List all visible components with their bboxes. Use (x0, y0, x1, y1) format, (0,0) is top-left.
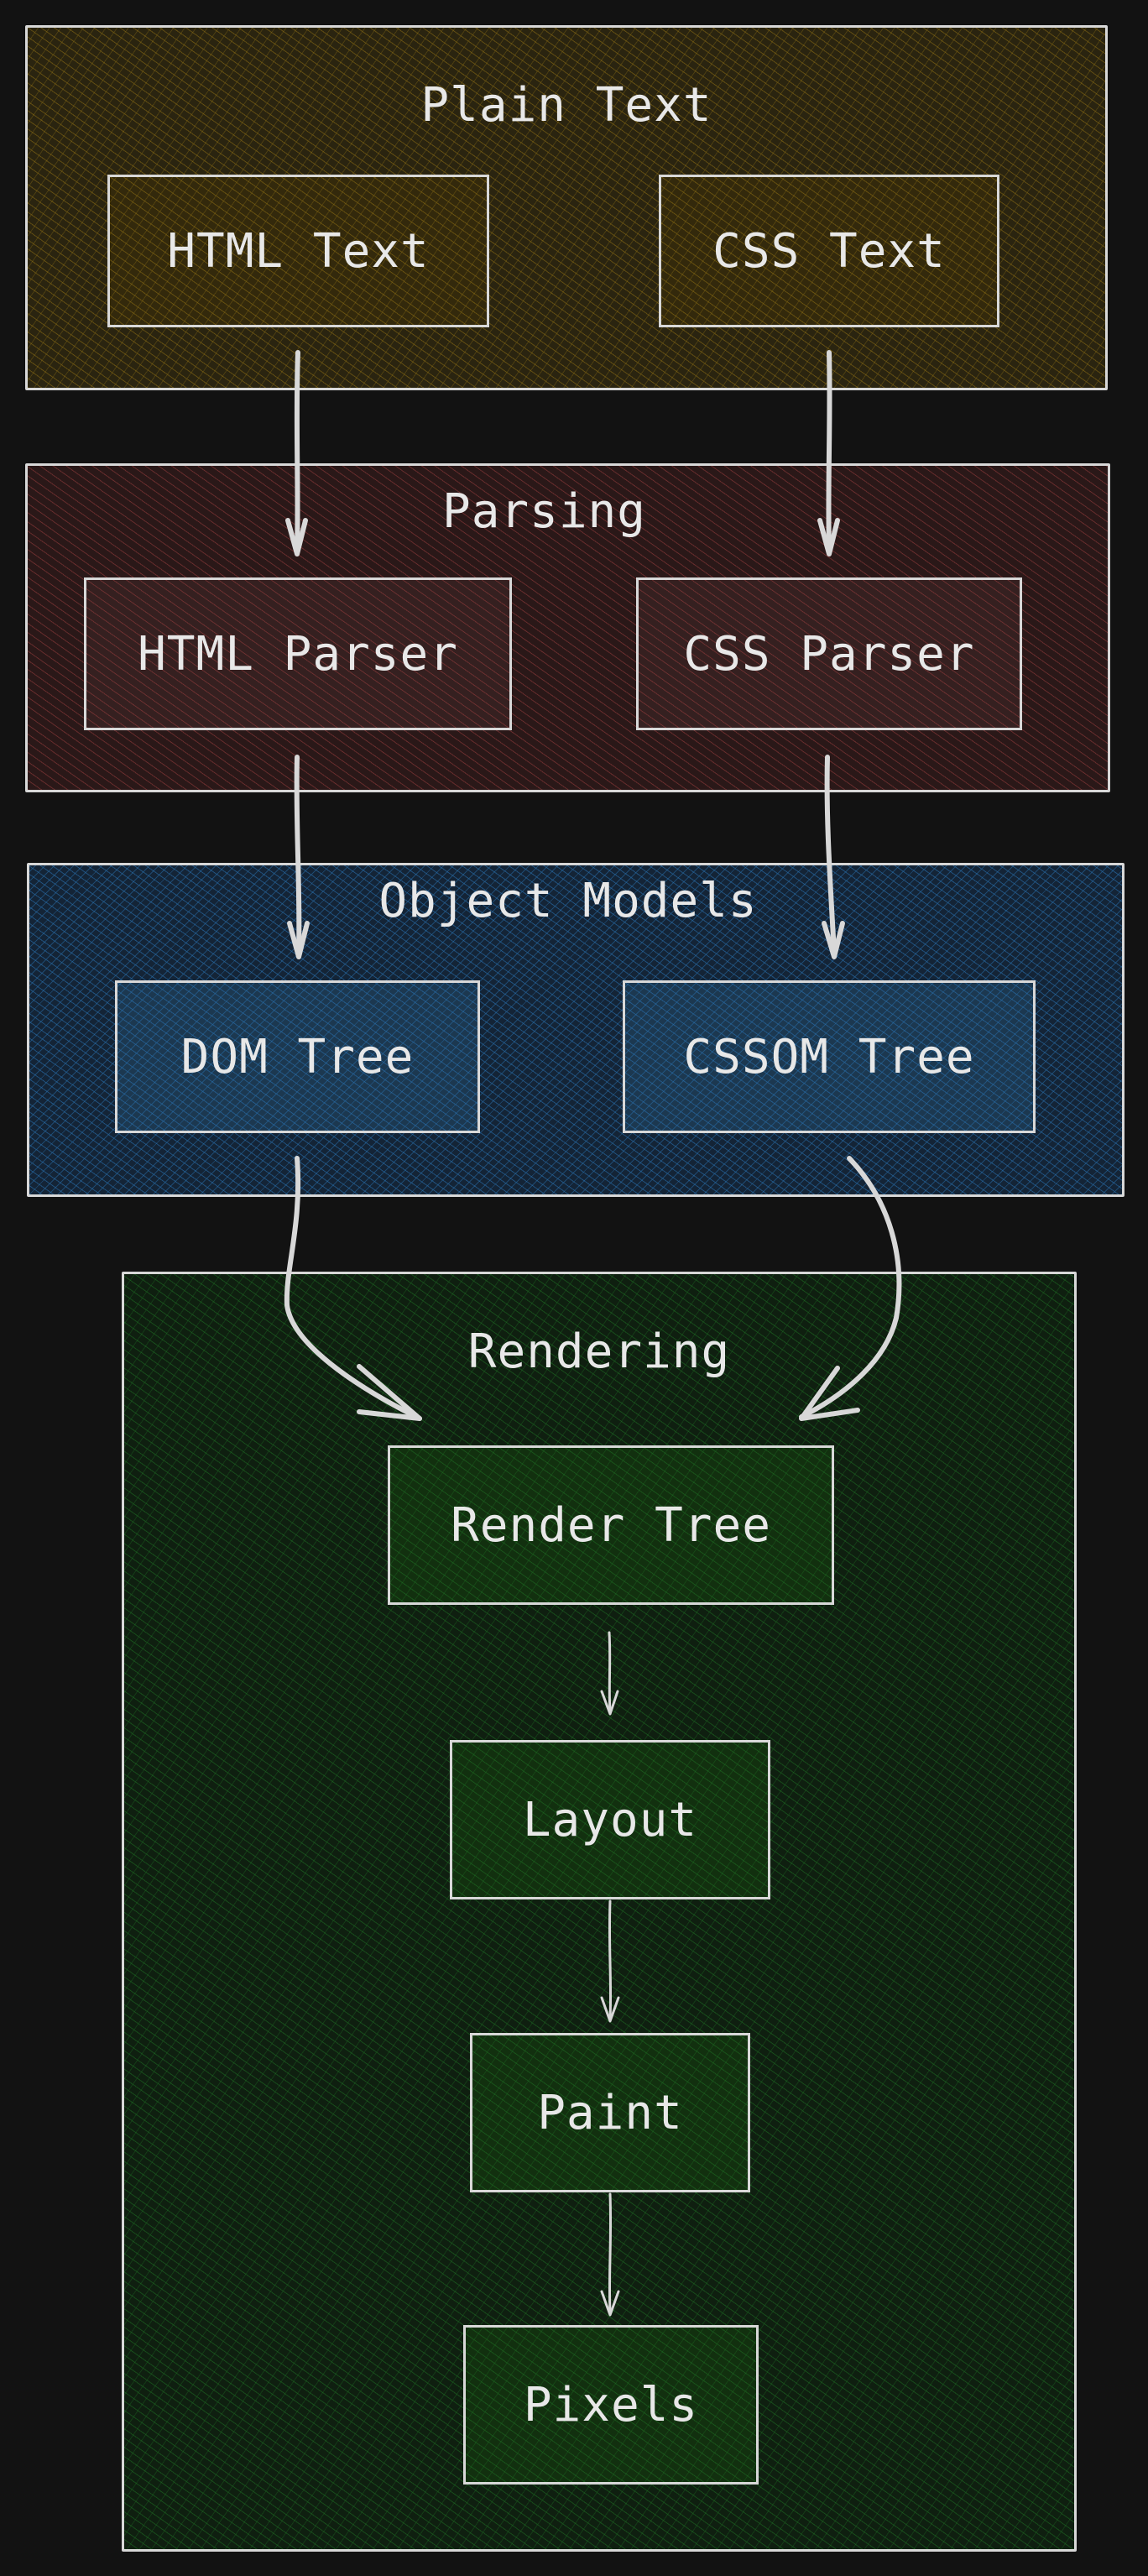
node-render-tree[interactable]: Render Tree (388, 1445, 834, 1605)
node-cssom-tree[interactable]: CSSOM Tree (623, 980, 1036, 1133)
group-title-rendering: Rendering (467, 1325, 731, 1379)
node-html-text[interactable]: HTML Text (107, 175, 489, 327)
node-dom-tree[interactable]: DOM Tree (115, 980, 480, 1133)
group-title-plain-text: Plain Text (420, 78, 712, 133)
node-css-text[interactable]: CSS Text (659, 175, 999, 327)
node-layout[interactable]: Layout (450, 1740, 770, 1899)
node-html-parser[interactable]: HTML Parser (84, 577, 512, 730)
node-pixels[interactable]: Pixels (463, 2325, 759, 2485)
group-title-parsing: Parsing (441, 484, 646, 539)
node-paint[interactable]: Paint (470, 2033, 750, 2192)
node-css-parser[interactable]: CSS Parser (636, 577, 1022, 730)
group-title-object-models: Object Models (378, 874, 758, 928)
